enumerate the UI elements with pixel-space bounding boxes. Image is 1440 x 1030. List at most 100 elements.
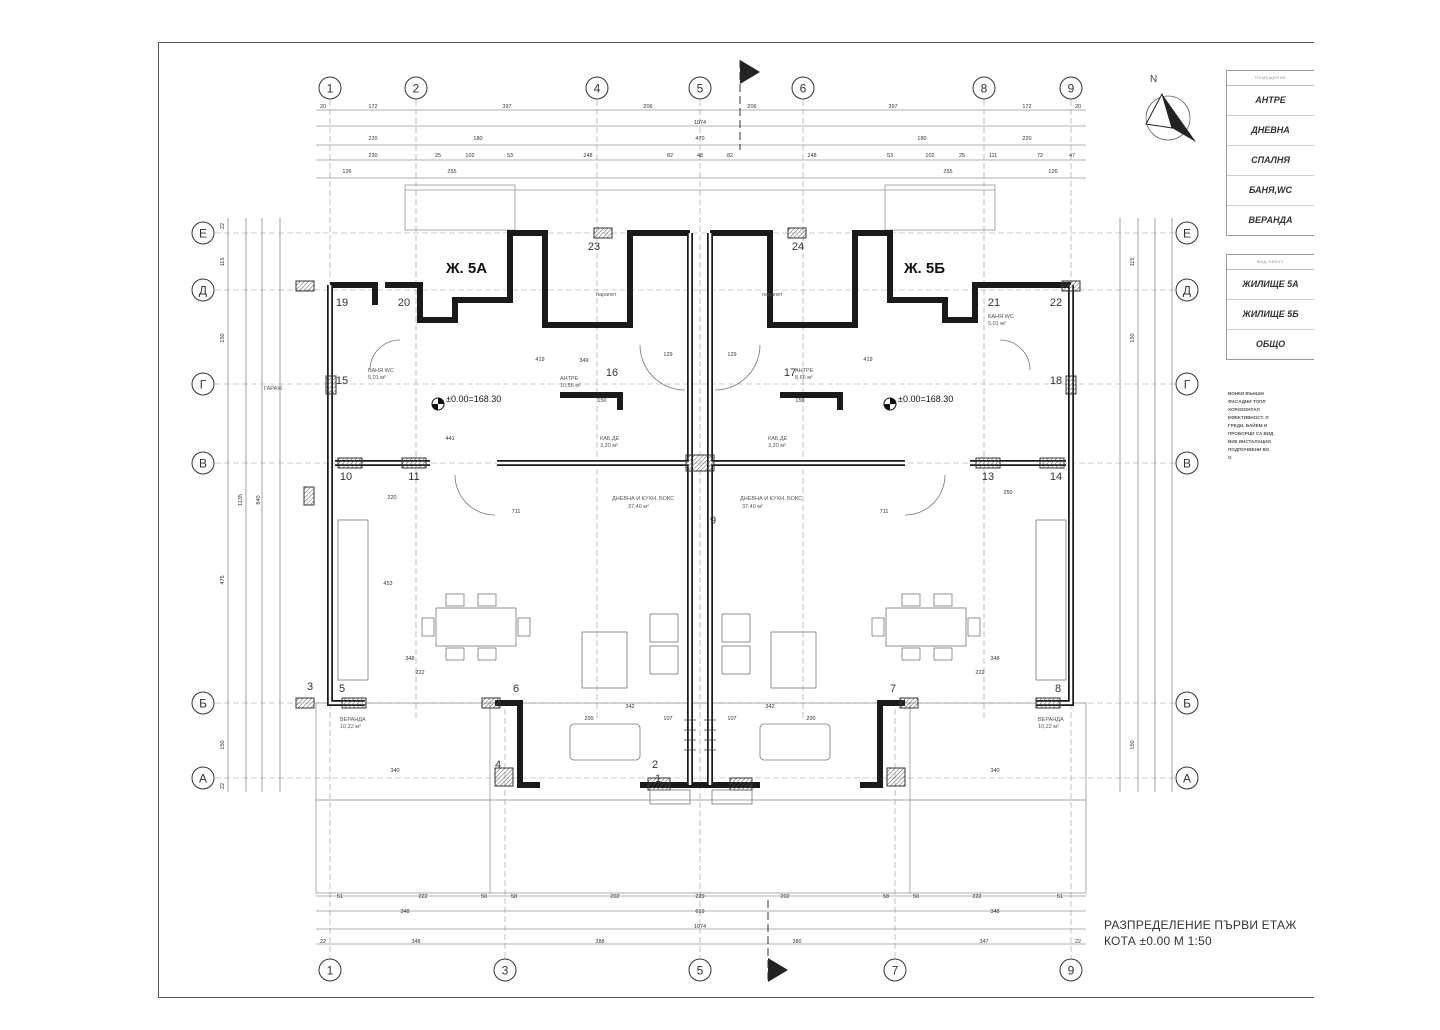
column-id: 23 <box>588 241 600 253</box>
note-line: ВОНКИ ВЪНШН <box>1228 391 1264 396</box>
column-id: 15 <box>336 375 348 387</box>
dim-side: 115 <box>1130 258 1136 267</box>
elevation-a-text: ±0.00=168.30 <box>446 394 501 404</box>
dim-top-1: 20 <box>320 104 326 110</box>
dim-interior: 419 <box>535 357 544 363</box>
dim-interior: 129 <box>663 352 672 358</box>
dim-top-4: 82 <box>667 153 673 159</box>
dim-interior: 348 <box>405 656 414 662</box>
axis-top-bubble-circle <box>404 76 428 100</box>
dim-bottom-4: 347 <box>979 939 988 945</box>
top-dimension-lines <box>316 109 1086 191</box>
dim-interior: 348 <box>990 656 999 662</box>
room-a-veranda: ВЕРАНДА <box>340 717 366 723</box>
dim-side: 150 <box>220 333 226 342</box>
dim-bottom-3: 1074 <box>694 924 706 930</box>
room-a-antre: АНТРЕ <box>560 376 579 382</box>
note-line: ПОДПОЧВЕНИ ВО <box>1228 447 1270 452</box>
dim-top-4: 48 <box>697 153 703 159</box>
axis-top-bubble-circle <box>972 76 996 100</box>
dim-side: 475 <box>220 575 226 584</box>
columns <box>295 227 1081 791</box>
dim-side: 150 <box>1130 333 1136 342</box>
column-id: 20 <box>398 297 410 309</box>
dim-interior: 349 <box>579 358 588 364</box>
dim-bottom-1: 222 <box>972 894 981 900</box>
axis-top-bubble-circle <box>318 76 342 100</box>
axis-top-bubble: 1 <box>327 82 334 96</box>
dim-top-1: 172 <box>368 104 377 110</box>
legend-unit-item: ЖИЛИЩЕ 5Б <box>1227 300 1314 330</box>
dim-top-4: 72 <box>1037 153 1043 159</box>
column-id: 22 <box>1050 297 1062 309</box>
legend-unit-item: ЖИЛИЩЕ 5А <box>1227 270 1314 300</box>
dim-side: 840 <box>256 495 262 504</box>
dim-top-5: 126 <box>1048 169 1057 175</box>
side-dimension-lines <box>227 218 1173 792</box>
dim-top-4: 248 <box>583 153 592 159</box>
axis-right-bubble-circle <box>1175 372 1199 396</box>
room-a-living-area: 37,40 м² <box>628 504 649 510</box>
axis-right-bubble: Д <box>1183 284 1191 298</box>
dim-top-1: 397 <box>888 104 897 110</box>
legend-room-item: АНТРЕ <box>1227 86 1314 116</box>
walls <box>327 230 1074 788</box>
dim-bottom-1: 222 <box>418 894 427 900</box>
column-id: 21 <box>988 297 1000 309</box>
dim-bottom-4: 348 <box>411 939 420 945</box>
axis-left-bubble-circle <box>191 221 215 245</box>
axis-bottom-bubble-circle <box>883 958 907 982</box>
dim-top-1: 397 <box>502 104 511 110</box>
axis-right-bubble-circle <box>1175 451 1199 475</box>
dim-bottom-1: 50 <box>481 894 487 900</box>
column-id: 6 <box>513 683 519 695</box>
unit-a-label: Ж. 5А <box>445 260 487 277</box>
dim-top-2: 1074 <box>694 120 706 126</box>
column-id: 1 <box>655 773 661 785</box>
title-line-2: КОТА ±0.00 М 1:50 <box>1104 934 1212 948</box>
elevation-b-text: ±0.00=168.30 <box>898 394 953 404</box>
parapet-a: парапет <box>596 292 617 298</box>
dim-bottom-1: 229 <box>695 894 704 900</box>
column-id: 5 <box>339 683 345 695</box>
dim-interior: 150 <box>795 398 804 404</box>
dim-top-4: 82 <box>727 153 733 159</box>
column-id: 8 <box>1055 683 1061 695</box>
dim-interior: 200 <box>806 716 815 722</box>
dim-interior: 250 <box>1003 490 1012 496</box>
dim-side: 115 <box>220 258 226 267</box>
dim-top-4: 248 <box>807 153 816 159</box>
room-b-cab-area: 3,20 м² <box>768 443 786 449</box>
dim-interior: 107 <box>727 716 736 722</box>
dim-bottom-1: 51 <box>1057 894 1063 900</box>
dim-top-3: 180 <box>473 136 482 142</box>
room-a-living: ДНЕВНА И КУХН. БОКС <box>612 496 674 502</box>
legend-unit-item: ОБЩО <box>1255 339 1286 349</box>
dim-interior: 150 <box>597 398 606 404</box>
column-id: 11 <box>408 471 419 483</box>
column-id: 14 <box>1050 471 1062 483</box>
axis-left-bubble-circle <box>191 691 215 715</box>
dim-bottom-2: 348 <box>990 909 999 915</box>
dim-top-4: 102 <box>465 153 474 159</box>
note-line: ЕФЕКТИВНОСТ. Л <box>1228 415 1269 420</box>
room-b-veranda-area: 10,22 м² <box>1038 724 1059 730</box>
dim-side: 150 <box>220 740 226 749</box>
room-b-antre-area: 8,66 м² <box>795 375 813 381</box>
drawing-title: РАЗПРЕДЕЛЕНИЕ ПЪРВИ ЕТАЖ КОТА ±0.00 М 1:… <box>1104 917 1297 949</box>
room-a-antre-area: 10,58 м² <box>560 383 581 389</box>
column-id: 24 <box>792 241 804 253</box>
dim-bottom-4: 380 <box>792 939 801 945</box>
veranda-outline <box>315 184 1087 894</box>
room-b-veranda: ВЕРАНДА <box>1038 717 1064 723</box>
dim-interior: 222 <box>975 670 984 676</box>
north-arrow-icon: N <box>1145 74 1196 142</box>
elevation-mark-a: ±0.00=168.30 <box>431 394 501 411</box>
axis-top-bubble: 9 <box>1068 82 1075 96</box>
unit-b-label: Ж. 5Б <box>903 260 945 277</box>
axis-bottom-bubble: 3 <box>502 964 509 978</box>
axis-right-bubble-circle <box>1175 278 1199 302</box>
